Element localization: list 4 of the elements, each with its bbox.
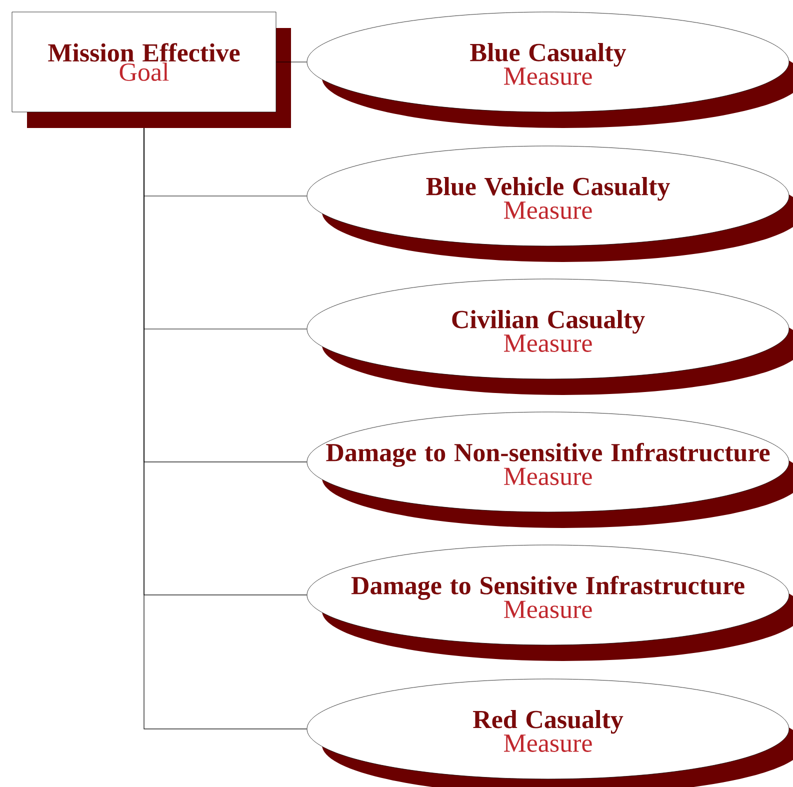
node-label: Blue Casualty — [470, 43, 626, 67]
connector-line — [144, 128, 308, 730]
node-label: Measure — [504, 68, 592, 85]
goal-box: Mission Effective Goal — [12, 12, 291, 128]
